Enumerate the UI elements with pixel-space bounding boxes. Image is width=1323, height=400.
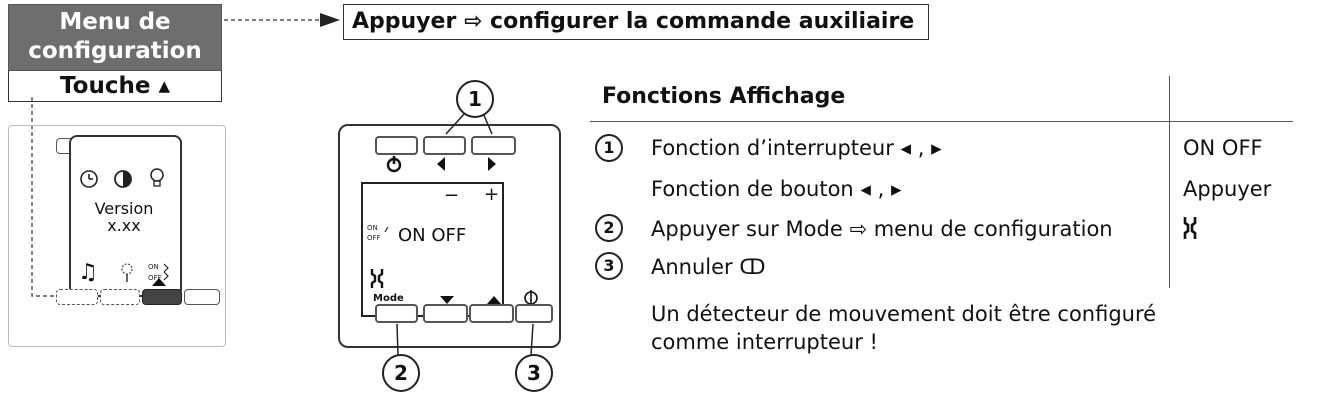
mid-device-cancel-key[interactable] xyxy=(515,304,553,323)
svg-text:ON: ON xyxy=(148,263,159,271)
row-3-text: Appuyer sur Mode ⇨ menu de configuration xyxy=(651,217,1113,241)
device-middle-panel xyxy=(338,124,561,348)
row-1-text: Fonction d’interrupteur ◂ , ▸ xyxy=(651,136,942,160)
note-line-1: Un détecteur de mouvement doit être conf… xyxy=(651,302,1157,326)
left-display-version-label: Version xyxy=(94,199,154,218)
note-line-2: comme interrupteur ! xyxy=(651,330,878,354)
dashed-connector-left xyxy=(31,97,140,297)
config-menu-title: Menu de configuration xyxy=(8,4,222,71)
music-note-icon: ♫ xyxy=(78,260,98,285)
left-device-display xyxy=(69,135,182,297)
left-triangle-icon xyxy=(437,157,445,171)
headline-box: Appuyer ⇨ configurer la commande auxilia… xyxy=(343,4,930,40)
functions-heading: Fonctions Affichage xyxy=(602,84,846,109)
row-1-value: ON OFF xyxy=(1183,136,1263,160)
mode-button[interactable] xyxy=(375,304,418,323)
device-left-panel xyxy=(8,125,226,347)
config-menu-title-line2: configuration xyxy=(28,38,202,64)
callout-1: 1 xyxy=(456,80,494,118)
display-on-off-value: ON OFF xyxy=(398,225,467,246)
mid-device-down-key[interactable] xyxy=(423,304,468,323)
svg-text:ON: ON xyxy=(367,224,378,232)
up-triangle-icon xyxy=(487,296,501,304)
configuration-note: Un détecteur de mouvement doit être conf… xyxy=(651,300,1251,356)
display-minus: − xyxy=(444,185,460,206)
lightbulb-icon xyxy=(150,168,164,187)
row-2-text: Fonction de bouton ◂ , ▸ xyxy=(651,177,902,201)
up-triangle-icon xyxy=(152,278,166,286)
svg-text:OFF: OFF xyxy=(148,274,162,282)
config-menu-title-line1: Menu de xyxy=(59,9,171,35)
config-menu-label: Menu de configuration Touche ▴ xyxy=(8,4,222,102)
left-device-bottom-key-1[interactable] xyxy=(56,289,98,305)
down-triangle-icon xyxy=(440,296,454,304)
contrast-icon xyxy=(114,170,132,188)
row-1-number: 1 xyxy=(595,134,623,162)
config-menu-key-label: Touche ▴ xyxy=(8,71,222,102)
wrench-icon xyxy=(370,269,384,288)
power-icon xyxy=(386,156,402,173)
left-device-bottom-key-4[interactable] xyxy=(184,289,220,305)
on-off-small-icon: ON OFF xyxy=(367,224,389,242)
arrow-right-icon xyxy=(320,13,340,27)
callout-2: 2 xyxy=(382,354,420,392)
table-horizontal-rule xyxy=(590,121,1293,122)
svg-text:OFF: OFF xyxy=(367,234,381,242)
wrench-icon xyxy=(1183,217,1197,239)
left-display-version-number: x.xx xyxy=(107,216,141,235)
callout-3: 3 xyxy=(515,354,553,392)
sensor-icon xyxy=(121,263,133,282)
mid-device-top-key-3[interactable] xyxy=(471,136,516,155)
mid-device-display xyxy=(361,182,504,317)
right-triangle-icon xyxy=(488,157,496,171)
row-3-number: 2 xyxy=(595,214,623,242)
mid-device-top-key-2[interactable] xyxy=(423,136,466,155)
display-plus: + xyxy=(484,184,500,205)
row-4-text: Annuler ↀ xyxy=(651,255,766,279)
on-off-small-icon: ON OFF xyxy=(148,263,169,282)
clock-icon xyxy=(80,170,98,188)
mid-device-top-key-1[interactable] xyxy=(375,136,418,155)
mode-label: Mode xyxy=(373,293,404,304)
mid-device-up-key[interactable] xyxy=(469,304,514,323)
row-4-number: 3 xyxy=(595,252,623,280)
table-vertical-rule xyxy=(1169,76,1170,288)
left-device-up-key[interactable] xyxy=(142,289,182,305)
left-device-bottom-key-2[interactable] xyxy=(100,289,140,305)
row-2-value: Appuyer xyxy=(1183,177,1272,201)
